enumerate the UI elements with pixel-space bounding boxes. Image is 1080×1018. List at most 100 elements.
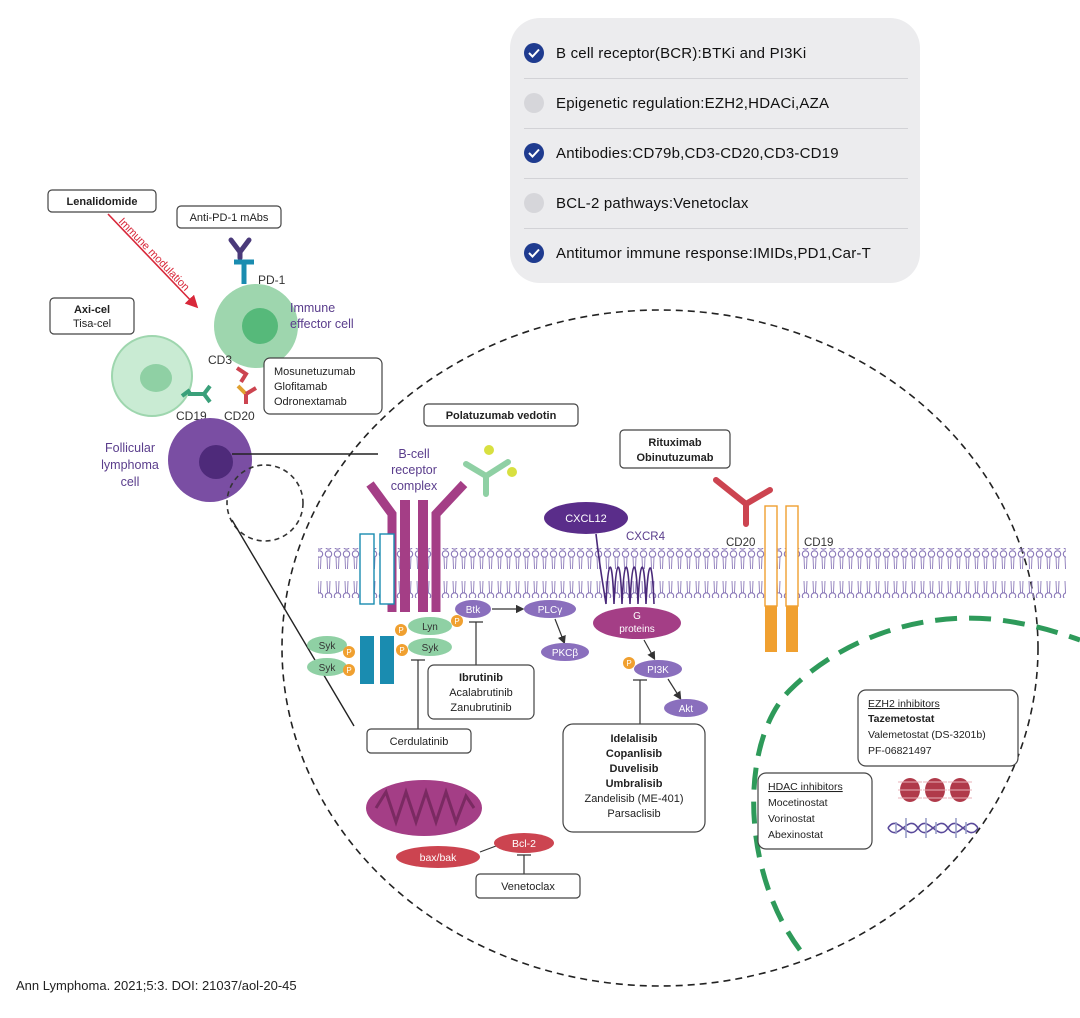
plcg-to-pkcb-arrow bbox=[554, 618, 566, 645]
cd20-left-label: CD20 bbox=[224, 409, 255, 423]
checklist-item-label: B cell receptor(BCR):BTKi and PI3Ki bbox=[556, 44, 807, 62]
ezh2-inhibitors-box: EZH2 inhibitors Tazemetostat Valemetosta… bbox=[857, 689, 1019, 767]
pd1-receptor-icon bbox=[234, 259, 254, 284]
anti-cd20-antibody-icon bbox=[713, 477, 773, 527]
bispecific-item: Glofitamab bbox=[274, 381, 327, 393]
bcl2-to-baxbak-line bbox=[479, 845, 497, 853]
plcg-node: PLCγ bbox=[524, 600, 576, 618]
dna-helix-icon bbox=[887, 818, 979, 838]
cxcr4-receptor-icon bbox=[595, 533, 655, 605]
akt-node: Akt bbox=[664, 699, 708, 717]
btk-inhibitor-item: Zanubrutinib bbox=[450, 702, 511, 714]
venetoclax-inhibition-line bbox=[517, 854, 531, 874]
svg-text:PKCβ: PKCβ bbox=[552, 648, 579, 659]
bcr-label-3: complex bbox=[391, 479, 438, 493]
anti-cd20-box: Rituximab Obinutuzumab bbox=[619, 429, 731, 469]
svg-text:Syk: Syk bbox=[319, 663, 337, 674]
bcl2-node: Bcl-2 bbox=[494, 833, 554, 853]
hdac-title: HDAC inhibitors bbox=[768, 781, 843, 793]
follicular-label-1: Follicular bbox=[105, 441, 155, 455]
svg-text:P: P bbox=[399, 646, 404, 655]
immune-effector-label-1: Immune bbox=[290, 301, 335, 315]
svg-text:Syk: Syk bbox=[422, 643, 440, 654]
cd3-receptor-icon bbox=[235, 366, 249, 384]
pi3k-to-akt-arrow bbox=[667, 678, 682, 701]
svg-text:P: P bbox=[398, 626, 403, 635]
pi3k-inhibitor-item: Duvelisib bbox=[610, 763, 659, 775]
pi3k-node: P PI3K bbox=[623, 657, 682, 678]
mitochondrion-icon bbox=[366, 780, 482, 836]
nucleus-outline bbox=[751, 615, 1080, 952]
g-to-pi3k-arrow bbox=[643, 639, 656, 661]
bispecific-box: Mosunetuzumab Glofitamab Odronextamab bbox=[263, 357, 383, 415]
immune-modulation-arrow bbox=[107, 213, 199, 309]
syk-node-2: Syk P bbox=[307, 658, 355, 676]
cxcr4-label: CXCR4 bbox=[626, 531, 666, 543]
pi3k-inhibitor-item: Copanlisib bbox=[606, 748, 663, 760]
checklist-item-bcr[interactable]: B cell receptor(BCR):BTKi and PI3Ki bbox=[524, 28, 908, 79]
pi3k-inhibitor-item: Idelalisib bbox=[610, 733, 657, 745]
anti-pd1-box: Anti-PD-1 mAbs bbox=[176, 205, 282, 229]
btk-inhibitor-item: Ibrutinib bbox=[459, 672, 503, 684]
anti-pd1-antibody-icon bbox=[228, 237, 252, 261]
bispecific-antibody-icon bbox=[236, 384, 258, 404]
svg-text:PI3K: PI3K bbox=[647, 665, 669, 676]
polatuzumab-antibody-icon bbox=[463, 445, 517, 497]
checklist-item-antibodies[interactable]: Antibodies:CD79b,CD3-CD20,CD3-CD19 bbox=[524, 128, 908, 179]
zoom-connector-bottom bbox=[231, 519, 355, 727]
hdac-item: Abexinostat bbox=[768, 829, 823, 841]
svg-text:P: P bbox=[346, 666, 351, 675]
svg-text:Btk: Btk bbox=[466, 605, 481, 616]
cerdulatinib-box: Cerdulatinib bbox=[366, 728, 472, 754]
pi3k-inhibitors-box: Idelalisib Copanlisib Duvelisib Umbralis… bbox=[562, 723, 706, 833]
tisacel-label: Tisa-cel bbox=[73, 318, 111, 330]
svg-text:Syk: Syk bbox=[319, 641, 337, 652]
cd20-cd19-receptors bbox=[764, 505, 799, 652]
citation: Ann Lymphoma. 2021;5:3. DOI: 21037/aol-2… bbox=[16, 978, 297, 993]
btk-node: Btk bbox=[455, 600, 491, 618]
polatuzumab-label: Polatuzumab vedotin bbox=[446, 410, 557, 422]
pi3k-inhibition-line bbox=[633, 679, 647, 724]
bax-bak-node: bax/bak bbox=[396, 846, 480, 868]
ezh2-title: EZH2 inhibitors bbox=[868, 698, 940, 710]
btk-inhibitor-item: Acalabrutinib bbox=[449, 687, 513, 699]
checklist-item-label: Antitumor immune response:IMIDs,PD1,Car-… bbox=[556, 244, 871, 262]
checklist-item-label: Epigenetic regulation:EZH2,HDACi,AZA bbox=[556, 94, 830, 112]
svg-text:P: P bbox=[626, 659, 631, 668]
ezh2-item: PF-06821497 bbox=[868, 745, 932, 757]
obinutuzumab-label: Obinutuzumab bbox=[637, 452, 714, 464]
check-icon bbox=[524, 143, 544, 163]
hdac-inhibitors-box: HDAC inhibitors Mocetinostat Vorinostat … bbox=[757, 772, 873, 850]
zoomed-cell-outline bbox=[281, 309, 1039, 987]
checklist-item-epigenetic[interactable]: Epigenetic regulation:EZH2,HDACi,AZA bbox=[524, 78, 908, 129]
bcr-complex-icon bbox=[359, 480, 468, 684]
axicel-label: Axi-cel bbox=[74, 304, 110, 316]
svg-text:P: P bbox=[454, 617, 459, 626]
bispecific-item: Mosunetuzumab bbox=[274, 366, 355, 378]
unchecked-circle-icon bbox=[524, 93, 544, 113]
checklist-item-label: BCL-2 pathways:Venetoclax bbox=[556, 194, 749, 212]
venetoclax-box: Venetoclax bbox=[475, 873, 581, 899]
ezh2-item: Valemetostat (DS-3201b) bbox=[868, 729, 986, 741]
rituximab-label: Rituximab bbox=[648, 437, 701, 449]
follicular-label-3: cell bbox=[121, 475, 140, 489]
immune-effector-label-2: effector cell bbox=[290, 317, 354, 331]
pkcb-node: PKCβ bbox=[541, 643, 589, 661]
follicular-label-2: lymphoma bbox=[101, 458, 159, 472]
cd20-right-label: CD20 bbox=[726, 537, 755, 549]
syk-node-3: P Syk bbox=[396, 638, 452, 656]
svg-text:CXCL12: CXCL12 bbox=[565, 513, 607, 525]
check-icon bbox=[524, 243, 544, 263]
immune-effector-cell bbox=[214, 284, 298, 368]
cell-membrane bbox=[318, 548, 1066, 598]
svg-text:bax/bak: bax/bak bbox=[420, 852, 458, 864]
svg-text:Bcl-2: Bcl-2 bbox=[512, 838, 536, 850]
cerdulatinib-label: Cerdulatinib bbox=[390, 736, 449, 748]
btk-inhibition-line bbox=[469, 621, 483, 665]
lenalidomide-label: Lenalidomide bbox=[67, 196, 138, 208]
anti-pd1-label: Anti-PD-1 mAbs bbox=[190, 212, 269, 224]
checklist-item-bcl2[interactable]: BCL-2 pathways:Venetoclax bbox=[524, 178, 908, 229]
checklist-item-antitumor[interactable]: Antitumor immune response:IMIDs,PD1,Car-… bbox=[524, 228, 908, 278]
venetoclax-label: Venetoclax bbox=[501, 881, 555, 893]
